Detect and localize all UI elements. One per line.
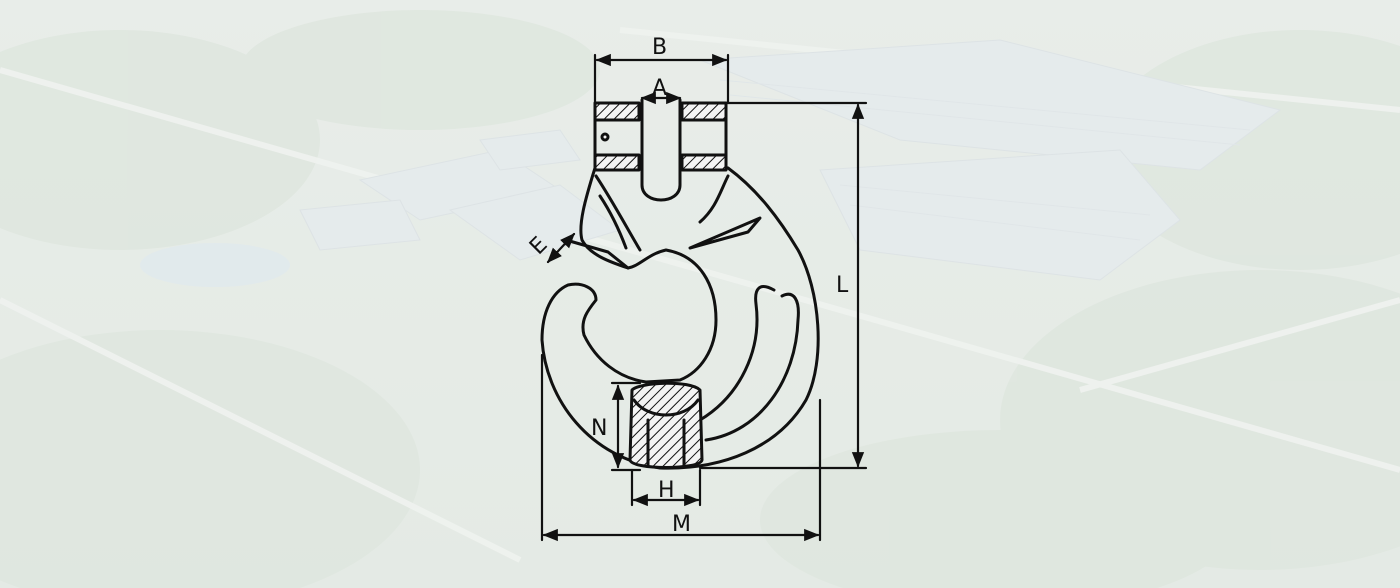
- dimension-label-n: N: [591, 416, 607, 441]
- dimension-label-l: L: [836, 273, 849, 298]
- dimension-label-a: A: [652, 76, 667, 101]
- dimension-label-m: M: [672, 512, 691, 537]
- hook-outline: [540, 166, 820, 470]
- dimension-label-b: B: [652, 35, 667, 60]
- dimension-lines: [540, 53, 868, 542]
- chain-link-section: [628, 381, 704, 469]
- dimension-label-e: E: [525, 232, 553, 260]
- dimension-label-h: H: [658, 478, 675, 503]
- hook-head: [593, 98, 728, 202]
